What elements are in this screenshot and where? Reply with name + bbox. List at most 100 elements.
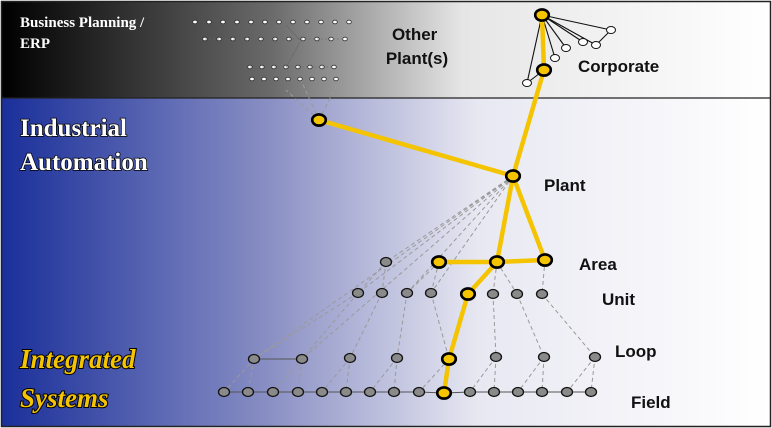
highlight-link	[446, 291, 471, 362]
other-plant-node	[249, 76, 255, 82]
other-plant-node	[220, 19, 226, 25]
corporate-node	[522, 79, 532, 87]
other-plant-node	[248, 19, 254, 25]
highlight-link	[539, 12, 547, 73]
corporate-node	[535, 63, 553, 77]
dashed-link	[430, 175, 514, 294]
dashed-link	[301, 175, 514, 360]
dashed-link	[541, 259, 546, 295]
dashed-link	[223, 358, 255, 393]
area-node-highlight	[488, 255, 506, 269]
dashed-link	[345, 357, 351, 393]
other-plant-hub-node	[310, 113, 328, 127]
corporate-link	[526, 14, 543, 84]
unit-label: Unit	[602, 290, 635, 309]
dashed-link	[517, 356, 545, 393]
dashed-link	[406, 175, 514, 294]
loop-node	[489, 351, 503, 363]
unit-node	[351, 287, 365, 299]
dashed-link	[301, 292, 359, 360]
field-label: Field	[631, 393, 671, 412]
dashed-link	[516, 293, 545, 358]
other-plant-node	[273, 76, 279, 82]
unit-node	[375, 287, 389, 299]
unit-node-highlight	[459, 287, 477, 301]
dashed-link	[299, 77, 320, 121]
corporate-node-top	[533, 8, 551, 22]
dashed-link	[253, 175, 514, 360]
field-node	[291, 386, 305, 398]
other-plant-node	[276, 19, 282, 25]
dashed-link	[590, 356, 596, 393]
corporate-node	[578, 38, 588, 46]
other-plant-node	[333, 76, 339, 82]
field-node	[535, 386, 549, 398]
dashed-link	[385, 175, 514, 263]
dashed-link	[396, 292, 408, 359]
integrated-systems-label: Integrated Systems	[19, 344, 142, 413]
loop-node	[247, 353, 261, 365]
dashed-link	[393, 357, 398, 393]
field-node	[363, 386, 377, 398]
plant-node	[504, 169, 522, 183]
highlight-link	[510, 67, 547, 179]
area-node-highlight	[536, 253, 554, 267]
dashed-link	[349, 292, 383, 359]
other-plant-node	[234, 19, 240, 25]
loop-label: Loop	[615, 342, 657, 361]
field-node	[217, 386, 231, 398]
corporate-link	[541, 14, 612, 31]
dashed-link	[566, 356, 596, 393]
field-node	[487, 386, 501, 398]
unit-node	[424, 287, 438, 299]
dashed-link	[318, 77, 341, 121]
other-plant-node	[192, 19, 198, 25]
area-label: Area	[579, 255, 617, 274]
dashed-link	[369, 357, 398, 393]
corporate-node	[591, 41, 601, 49]
unit-node	[400, 287, 414, 299]
field-node	[412, 386, 426, 398]
other-plant-node	[321, 76, 327, 82]
corporate-node	[606, 26, 616, 34]
other-plant-link	[285, 24, 301, 41]
dashed-link	[247, 358, 255, 393]
dashed-link	[430, 261, 440, 294]
field-node	[387, 386, 401, 398]
loop-node	[537, 351, 551, 363]
highlight-node-layer	[310, 8, 554, 400]
field-node	[339, 386, 353, 398]
dashed-link	[418, 358, 450, 393]
highlight-link	[494, 173, 516, 265]
other-plant-node	[309, 76, 315, 82]
dashed-link	[469, 356, 497, 393]
business-planning-label: Business Planning / ERP	[20, 15, 148, 52]
loop-node-highlight	[440, 352, 458, 366]
loop-node	[390, 352, 404, 364]
dashed-link	[357, 175, 514, 294]
dashed-link	[541, 356, 545, 393]
corporate-link	[541, 14, 584, 43]
dashed-link	[493, 356, 497, 393]
unit-node	[535, 288, 549, 300]
loop-node	[588, 351, 602, 363]
loop-node	[343, 352, 357, 364]
unit-node	[486, 288, 500, 300]
field-node	[584, 386, 598, 398]
corporate-node	[550, 54, 560, 62]
field-node	[266, 386, 280, 398]
dashed-link	[272, 358, 303, 393]
corporate-node	[561, 44, 571, 52]
dashed-link	[492, 293, 497, 358]
other-plant-node	[261, 76, 267, 82]
corporate-label: Corporate	[578, 57, 659, 76]
other-plant-node	[304, 19, 310, 25]
field-node-highlight	[435, 386, 453, 400]
field-node	[241, 386, 255, 398]
other-plant-link	[285, 41, 301, 68]
business-planning-band	[2, 2, 770, 98]
field-node	[315, 386, 329, 398]
area-node-highlight	[430, 255, 448, 269]
